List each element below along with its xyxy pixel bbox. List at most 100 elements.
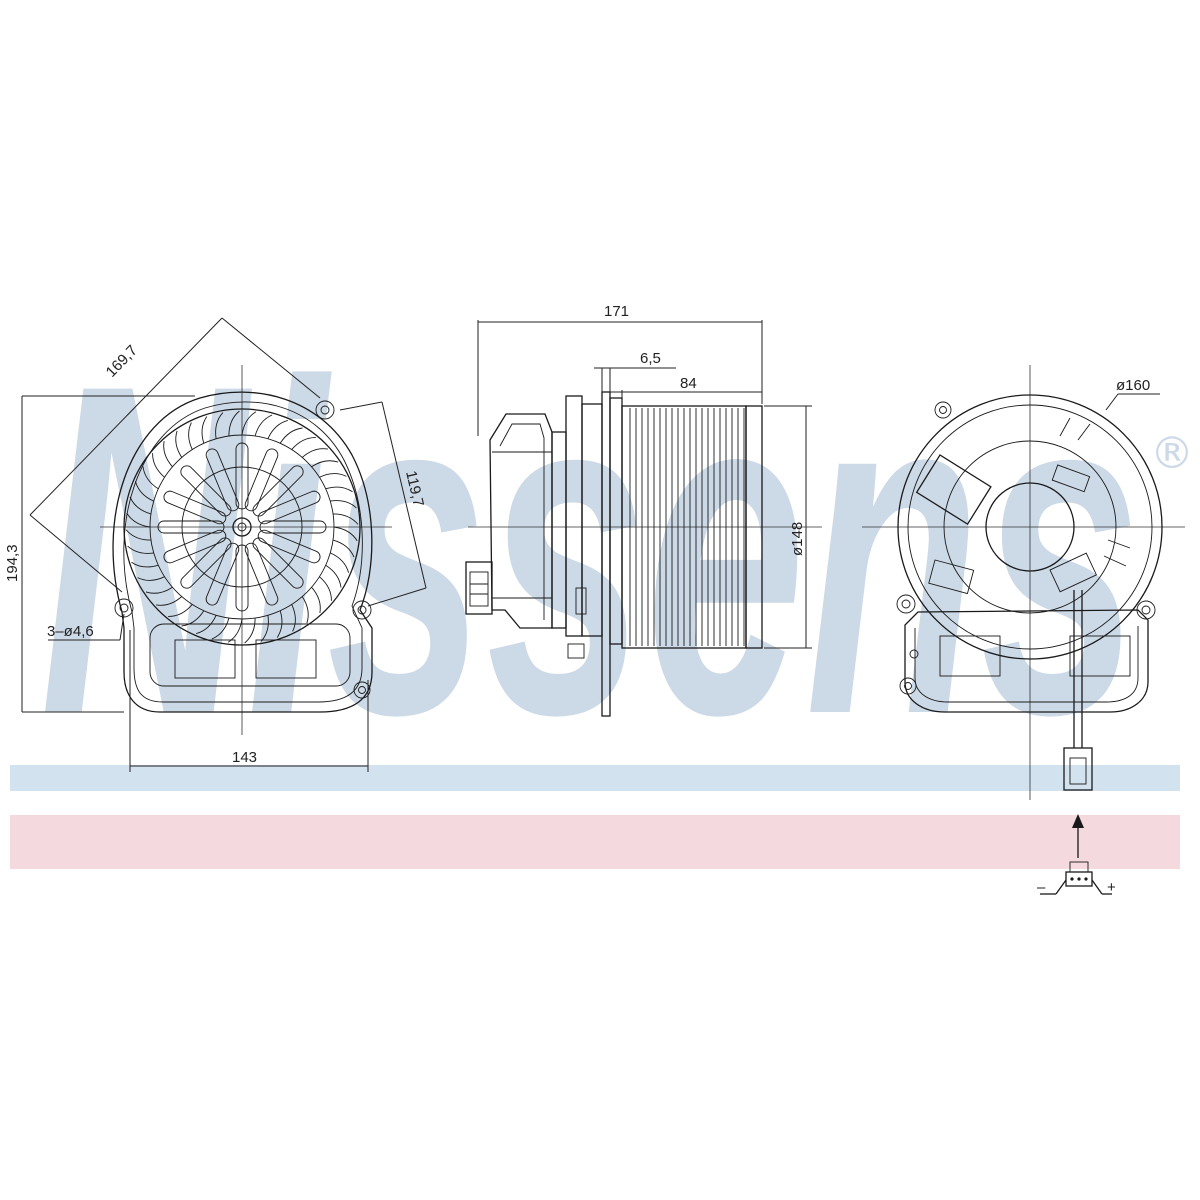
dim-front-width: 143 (232, 749, 257, 766)
hub-rib (252, 465, 304, 517)
rear-cable (1063, 590, 1093, 791)
hub-rib (235, 442, 249, 510)
rear-view: ø160 (862, 365, 1185, 800)
fan-blade (142, 466, 159, 490)
pinout-arrow-icon (1072, 814, 1084, 828)
hub-rib (252, 537, 304, 589)
fan-blade (325, 486, 353, 493)
fan-blade (137, 576, 165, 581)
hub-rib (205, 542, 240, 606)
dim-front-height: 194,3 (4, 544, 21, 582)
fan-blade (175, 430, 183, 458)
dim-side-flange: 6,5 (640, 350, 661, 367)
fan-blade (196, 615, 217, 635)
fan-blade (279, 427, 303, 444)
fan-blade (163, 441, 173, 468)
fan-blades (125, 410, 359, 644)
fan-blade (152, 453, 165, 478)
watermark-text: Nissens (40, 287, 1140, 812)
fan-blade (127, 545, 154, 554)
fan-blade (145, 586, 173, 594)
fan-blade (333, 526, 358, 542)
hub-rib (205, 448, 240, 512)
hub-rib (259, 520, 327, 534)
dim-side-diameter: ø148 (789, 522, 806, 556)
hub-rib (157, 520, 225, 534)
fan-wheel (123, 408, 361, 646)
hub-rib (235, 544, 249, 612)
fan-blade (125, 529, 151, 541)
side-view: 171 6,5 84 ø148 (465, 303, 822, 717)
hub-rib (163, 490, 227, 525)
fan-blade (134, 481, 154, 502)
dim-side-length: 171 (604, 303, 629, 320)
mount-ear-bottom (353, 681, 371, 699)
fan-blade (291, 437, 316, 450)
rear-filter-window-right (1069, 635, 1131, 677)
fan-blade (333, 513, 359, 525)
rear-motor-can (985, 482, 1075, 572)
registered-mark: ® (1150, 428, 1194, 479)
rear-resistor (1049, 552, 1097, 593)
fan-blade (267, 419, 288, 439)
front-view: 169,7 119,7 194,3 3–ø4,6 143 (4, 317, 427, 772)
fan-blade (311, 586, 321, 613)
hub-rib (180, 537, 232, 589)
fan-blade (319, 576, 332, 601)
fan-hub-ribs (157, 442, 327, 612)
hub-rib (257, 529, 321, 564)
front-dimensions: 169,7 119,7 194,3 3–ø4,6 143 (4, 317, 427, 772)
rear-terminal-block (915, 454, 992, 526)
fan-blade (129, 496, 152, 515)
rear-housing (896, 394, 1163, 713)
pin-plus-label: + (1107, 879, 1116, 896)
fan-blade (325, 564, 342, 588)
front-filter-frame (149, 623, 351, 687)
side-fan-wheel (621, 405, 763, 649)
fan-blade (244, 618, 256, 644)
front-housing (112, 391, 373, 713)
pin-minus-label: – (1037, 879, 1046, 896)
connector-pinout: – + (1037, 814, 1116, 896)
hub-rib (244, 542, 279, 606)
dim-mount-holes: 3–ø4,6 (47, 623, 94, 640)
fan-blade (260, 615, 269, 642)
front-filter-window-right (255, 639, 317, 679)
fan-blade (332, 539, 355, 558)
fan-blade (330, 552, 350, 573)
side-connector (465, 561, 493, 615)
fan-blade (215, 412, 224, 439)
fan-blade (227, 618, 243, 643)
fan-blade (201, 416, 208, 444)
fan-blade (319, 473, 347, 478)
fan-blade (291, 604, 296, 632)
mount-ear-top (315, 400, 335, 420)
hub-rib (257, 490, 321, 525)
hub-rib (180, 465, 232, 517)
mount-ear-right (352, 600, 372, 620)
fan-hub (232, 517, 252, 537)
rear-plug (1063, 747, 1093, 791)
dim-side-wheel: 84 (680, 375, 697, 392)
rear-filter-window-left (939, 635, 1001, 677)
front-filter-window-left (174, 639, 236, 679)
watermark-logo: Nissens ® (40, 287, 1194, 812)
fan-blade (241, 411, 257, 436)
fan-blade (301, 596, 309, 624)
hub-rib (163, 529, 227, 564)
fan-blade (301, 448, 328, 458)
fan-blade (131, 561, 159, 568)
fan-blade (156, 596, 183, 606)
dim-rear-diameter: ø160 (1116, 377, 1150, 394)
fan-blade (330, 500, 357, 509)
fan-blade (228, 410, 240, 436)
hub-rib (244, 448, 279, 512)
fan-blade (126, 512, 151, 528)
fan-blade (211, 617, 230, 640)
blue-band (10, 765, 1180, 791)
pink-band (10, 815, 1180, 869)
fan-blade (276, 610, 283, 638)
fan-blade (311, 460, 339, 468)
fan-blade (181, 610, 205, 627)
